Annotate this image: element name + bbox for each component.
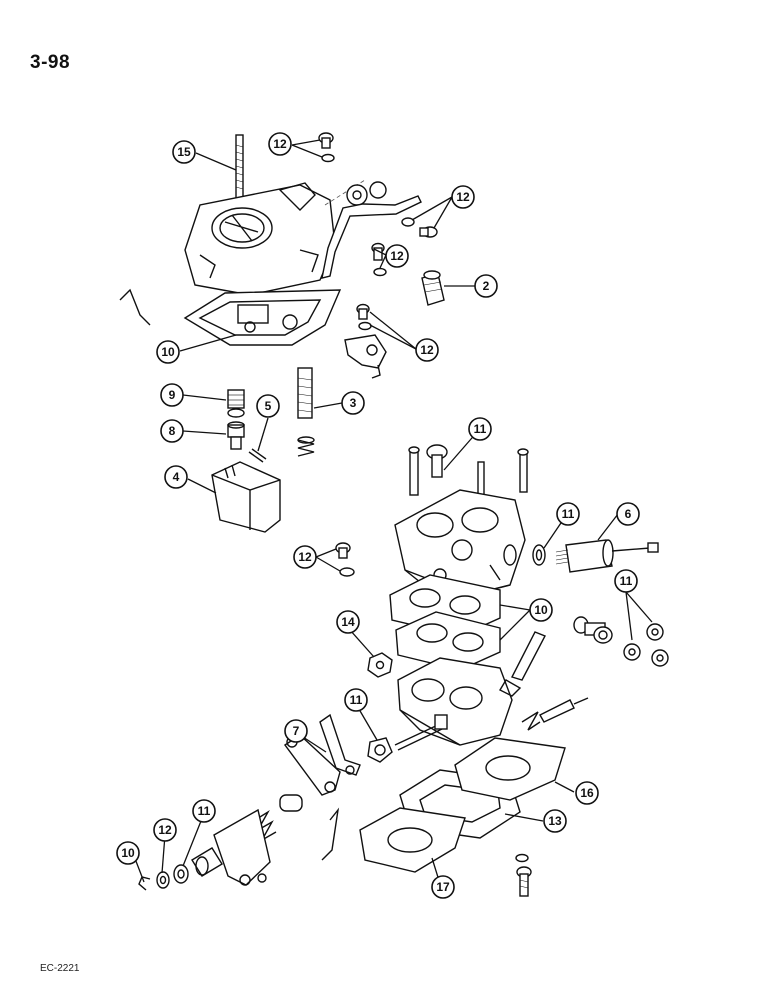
callout-label: 13 — [548, 814, 562, 828]
callout-label: 16 — [580, 786, 594, 800]
callout-label: 10 — [161, 345, 175, 359]
callout-12: 12 — [153, 818, 177, 842]
callout-label: 11 — [562, 507, 575, 521]
callout-label: 11 — [350, 693, 363, 707]
callout-label: 12 — [158, 823, 172, 837]
callout-14: 14 — [336, 610, 360, 634]
bracket-lower-right — [344, 334, 387, 379]
callout-label: 11 — [620, 574, 633, 588]
callout-label: 9 — [169, 388, 176, 402]
screws-12 — [318, 132, 438, 331]
callout-label: 7 — [293, 724, 300, 738]
callout-11: 11 — [614, 569, 638, 593]
callout-12: 12 — [293, 545, 317, 569]
callout-2: 2 — [474, 274, 498, 298]
callout-label: 4 — [173, 470, 180, 484]
page-number: 3-98 — [30, 52, 71, 73]
screw-washer-12-mid — [335, 542, 355, 577]
bottom-screw — [515, 853, 532, 897]
gasket-17 — [359, 807, 466, 873]
callout-5: 5 — [256, 394, 280, 418]
pin-5 — [248, 448, 267, 463]
callout-12: 12 — [415, 338, 439, 362]
solenoid-6 — [555, 539, 659, 573]
throttle-body — [397, 657, 513, 746]
studs-and-screws-11 — [408, 444, 529, 498]
callout-label: 6 — [625, 507, 632, 521]
float-4 — [211, 461, 281, 533]
callout-label: 8 — [169, 424, 176, 438]
callout-4: 4 — [164, 465, 188, 489]
callout-9: 9 — [160, 383, 184, 407]
throttle-shaft — [394, 714, 448, 751]
callout-label: 17 — [436, 880, 450, 894]
callout-label: 5 — [265, 399, 272, 413]
lever-11-small — [367, 737, 393, 763]
choke-lever — [321, 181, 422, 279]
bushing-spring-assembly — [213, 794, 303, 886]
callout-17: 17 — [431, 875, 455, 899]
callout-label: 15 — [177, 145, 191, 159]
callout-12: 12 — [451, 185, 475, 209]
callout-11: 11 — [556, 502, 580, 526]
callout-15: 15 — [172, 140, 196, 164]
needle-valve-8 — [227, 421, 245, 450]
gaskets-10 — [389, 574, 501, 671]
callout-label: 10 — [121, 846, 135, 860]
adjust-screws — [499, 631, 589, 731]
callout-label: 14 — [341, 615, 355, 629]
sleeve-and-washers — [138, 847, 223, 891]
carburetor-main-body — [394, 489, 526, 596]
callout-6: 6 — [616, 502, 640, 526]
callout-11: 11 — [468, 417, 492, 441]
callout-label: 2 — [483, 279, 490, 293]
leader-lines — [133, 139, 653, 888]
washer-11-small — [532, 544, 546, 566]
carburetor-top-cover — [184, 134, 366, 296]
callout-7: 7 — [284, 719, 308, 743]
callout-10: 10 — [156, 340, 180, 364]
callout-label: 3 — [350, 396, 357, 410]
seals-11-right — [573, 616, 669, 667]
callout-label: 12 — [273, 137, 287, 151]
wire-link-left — [119, 288, 151, 326]
callout-8: 8 — [160, 419, 184, 443]
callout-11: 11 — [344, 688, 368, 712]
callout-3: 3 — [341, 391, 365, 415]
callout-label: 11 — [198, 804, 211, 818]
nut-14 — [367, 652, 393, 678]
callout-label: 10 — [534, 603, 548, 617]
callout-12: 12 — [268, 132, 292, 156]
gasket-top — [183, 289, 342, 346]
spring-rod — [321, 807, 340, 861]
callout-12: 12 — [385, 244, 409, 268]
callout-13: 13 — [543, 809, 567, 833]
shaft-3 — [297, 367, 315, 457]
callout-10: 10 — [529, 598, 553, 622]
callout-10: 10 — [116, 841, 140, 865]
callout-label: 11 — [474, 422, 487, 436]
callout-label: 12 — [456, 190, 470, 204]
callout-label: 12 — [420, 343, 434, 357]
figure-code: EC-2221 — [40, 963, 80, 974]
plug-2 — [421, 270, 445, 306]
callout-label: 12 — [298, 550, 312, 564]
callout-11: 11 — [192, 799, 216, 823]
gasket-16 — [454, 737, 566, 801]
callout-label: 12 — [390, 249, 404, 263]
filter-9 — [227, 389, 245, 418]
callout-16: 16 — [575, 781, 599, 805]
